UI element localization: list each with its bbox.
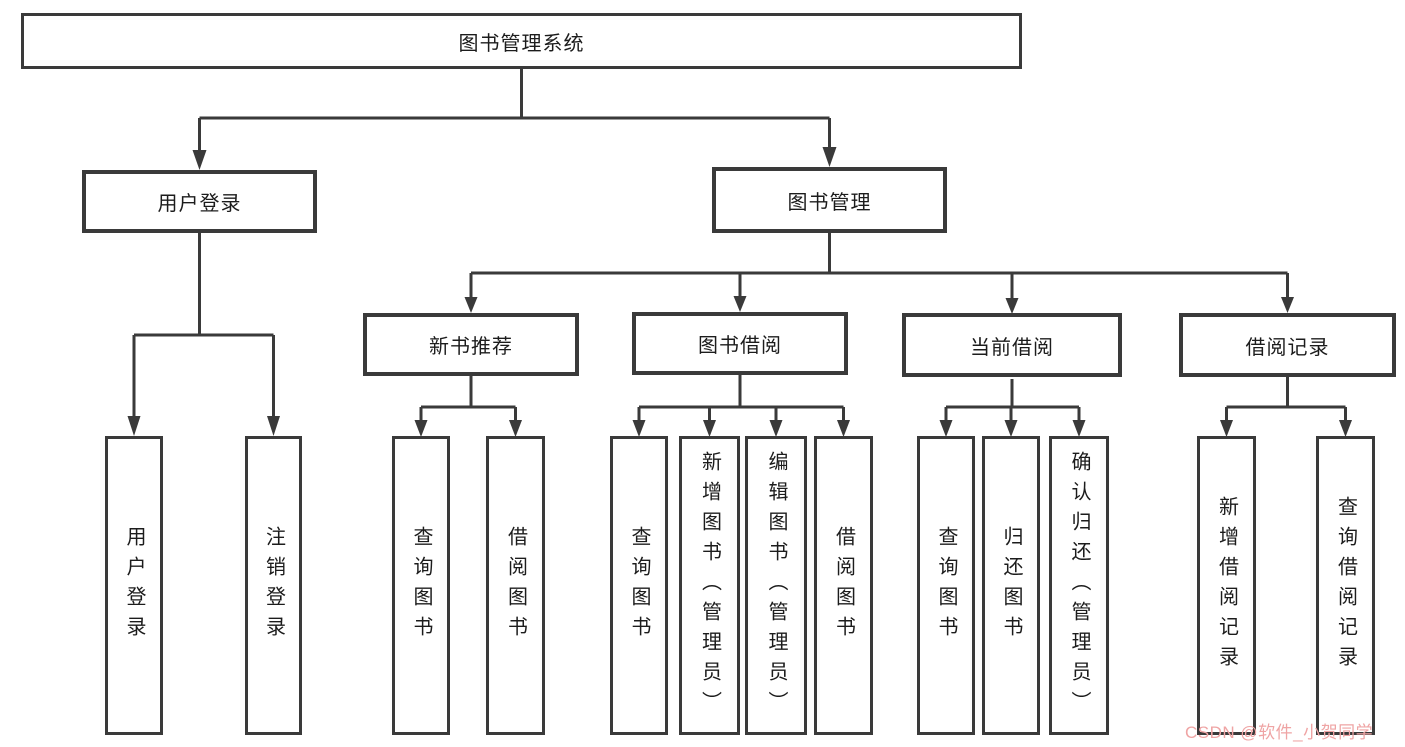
leaf-logout: 注销登录 [245,436,302,735]
node-label: 图书管理 [787,191,872,214]
node-label: 图书借阅 [698,335,782,357]
node-label: 归还图书 [1000,525,1022,646]
node-label: 查询图书 [410,525,432,646]
node-label: 新增借阅记录 [1215,495,1238,676]
leaf-edit-book-admin: 编辑图书（管理员） [745,436,807,735]
node-label: 新书推荐 [429,336,513,358]
leaf-query-book-2: 查询图书 [610,436,668,735]
node-borrow-record: 借阅记录 [1179,313,1396,377]
node-label: 用户登录 [123,525,145,646]
node-label: 借阅图书 [832,525,855,646]
node-label: 查询图书 [628,525,650,646]
node-user-login: 用户登录 [82,170,317,233]
leaf-query-book-1: 查询图书 [392,436,450,735]
node-label: 当前借阅 [970,336,1054,359]
node-label: 确认归还（管理员） [1068,450,1090,721]
leaf-user-login: 用户登录 [105,436,163,735]
leaf-borrow-book-2: 借阅图书 [814,436,873,735]
leaf-add-borrow-record: 新增借阅记录 [1197,436,1256,735]
leaf-query-borrow-record: 查询借阅记录 [1316,436,1375,735]
node-label: 借阅记录 [1245,336,1330,359]
node-label: 图书管理系统 [458,32,585,55]
node-label: 查询借阅记录 [1334,495,1357,676]
arrowheads [127,147,1352,437]
node-label: 编辑图书（管理员） [765,450,787,721]
node-label: 新增图书（管理员） [698,450,721,721]
csdn-watermark: CSDN @软件_小贺同学 [1185,723,1374,742]
node-label: 查询图书 [935,525,957,646]
node-label: 借阅图书 [504,525,527,646]
leaf-confirm-return-admin: 确认归还（管理员） [1049,436,1109,735]
node-new-book-recommend: 新书推荐 [363,313,579,376]
leaf-return-book: 归还图书 [982,436,1040,735]
leaf-add-book-admin: 新增图书（管理员） [679,436,740,735]
leaf-borrow-book-1: 借阅图书 [486,436,545,735]
node-book-borrow: 图书借阅 [632,312,848,375]
leaf-query-book-3: 查询图书 [917,436,975,735]
node-current-borrow: 当前借阅 [902,313,1122,377]
node-book-management: 图书管理 [712,167,947,233]
node-label: 注销登录 [262,525,285,646]
node-root-system: 图书管理系统 [21,13,1022,69]
node-label: 用户登录 [157,193,242,215]
